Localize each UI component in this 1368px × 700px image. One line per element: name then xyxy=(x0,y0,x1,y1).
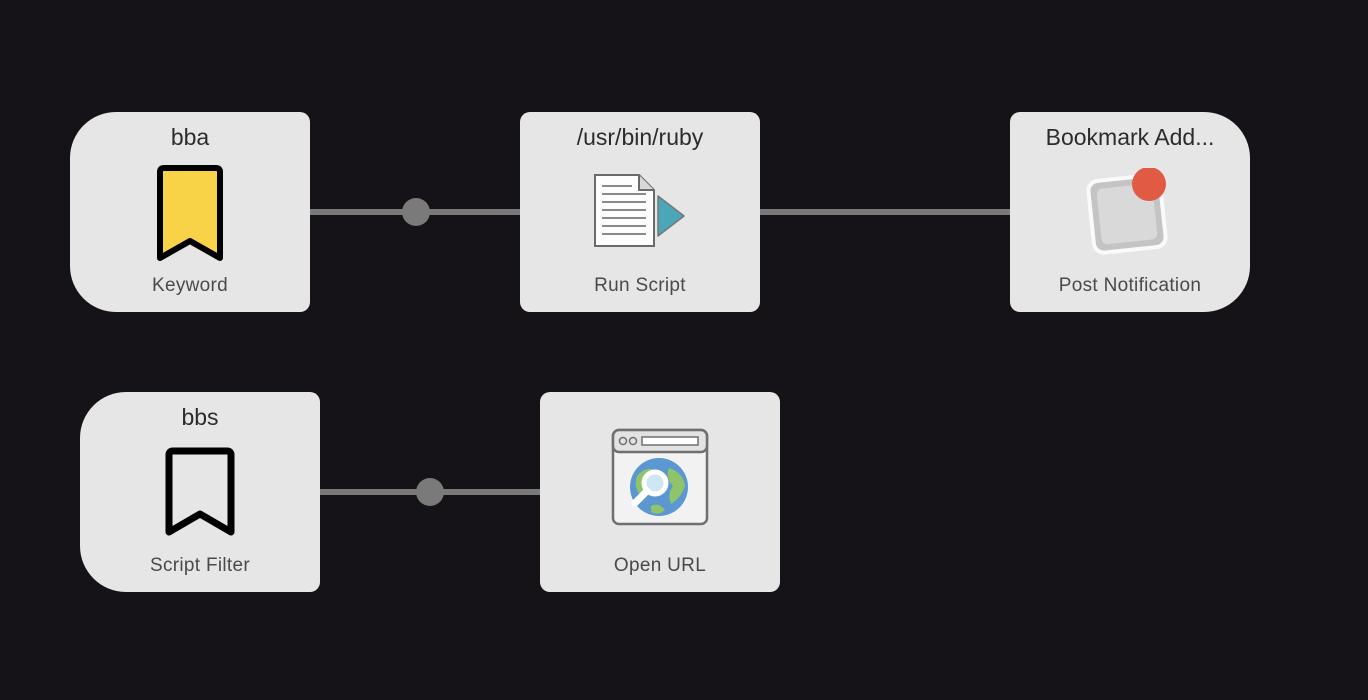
keyword-node[interactable]: bba Keyword xyxy=(70,112,310,312)
node-title: /usr/bin/ruby xyxy=(576,124,704,150)
script-document-icon xyxy=(592,172,688,250)
script-filter-node[interactable]: bbs Script Filter xyxy=(80,392,320,592)
node-type-label: Post Notification xyxy=(1058,275,1202,296)
node-title: bba xyxy=(170,124,210,150)
connection-handle[interactable] xyxy=(416,478,444,506)
browser-globe-search-icon xyxy=(611,428,709,526)
node-title: bbs xyxy=(181,404,219,430)
node-title: Bookmark Add... xyxy=(1045,124,1215,150)
run-script-node[interactable]: /usr/bin/ruby Run Script xyxy=(520,112,760,312)
notification-icon xyxy=(1085,167,1175,258)
bookmark-filled-icon xyxy=(155,164,225,264)
connection-handle[interactable] xyxy=(402,198,430,226)
node-type-label: Script Filter xyxy=(150,555,250,576)
bookmark-outline-icon xyxy=(163,446,237,538)
open-url-node[interactable]: Open URL xyxy=(540,392,780,592)
node-type-label: Open URL xyxy=(613,555,707,576)
connection-run-script-to-notification[interactable] xyxy=(758,209,1012,215)
node-type-label: Keyword xyxy=(151,275,229,296)
node-type-label: Run Script xyxy=(594,275,686,296)
post-notification-node[interactable]: Bookmark Add... Post Notification xyxy=(1010,112,1250,312)
